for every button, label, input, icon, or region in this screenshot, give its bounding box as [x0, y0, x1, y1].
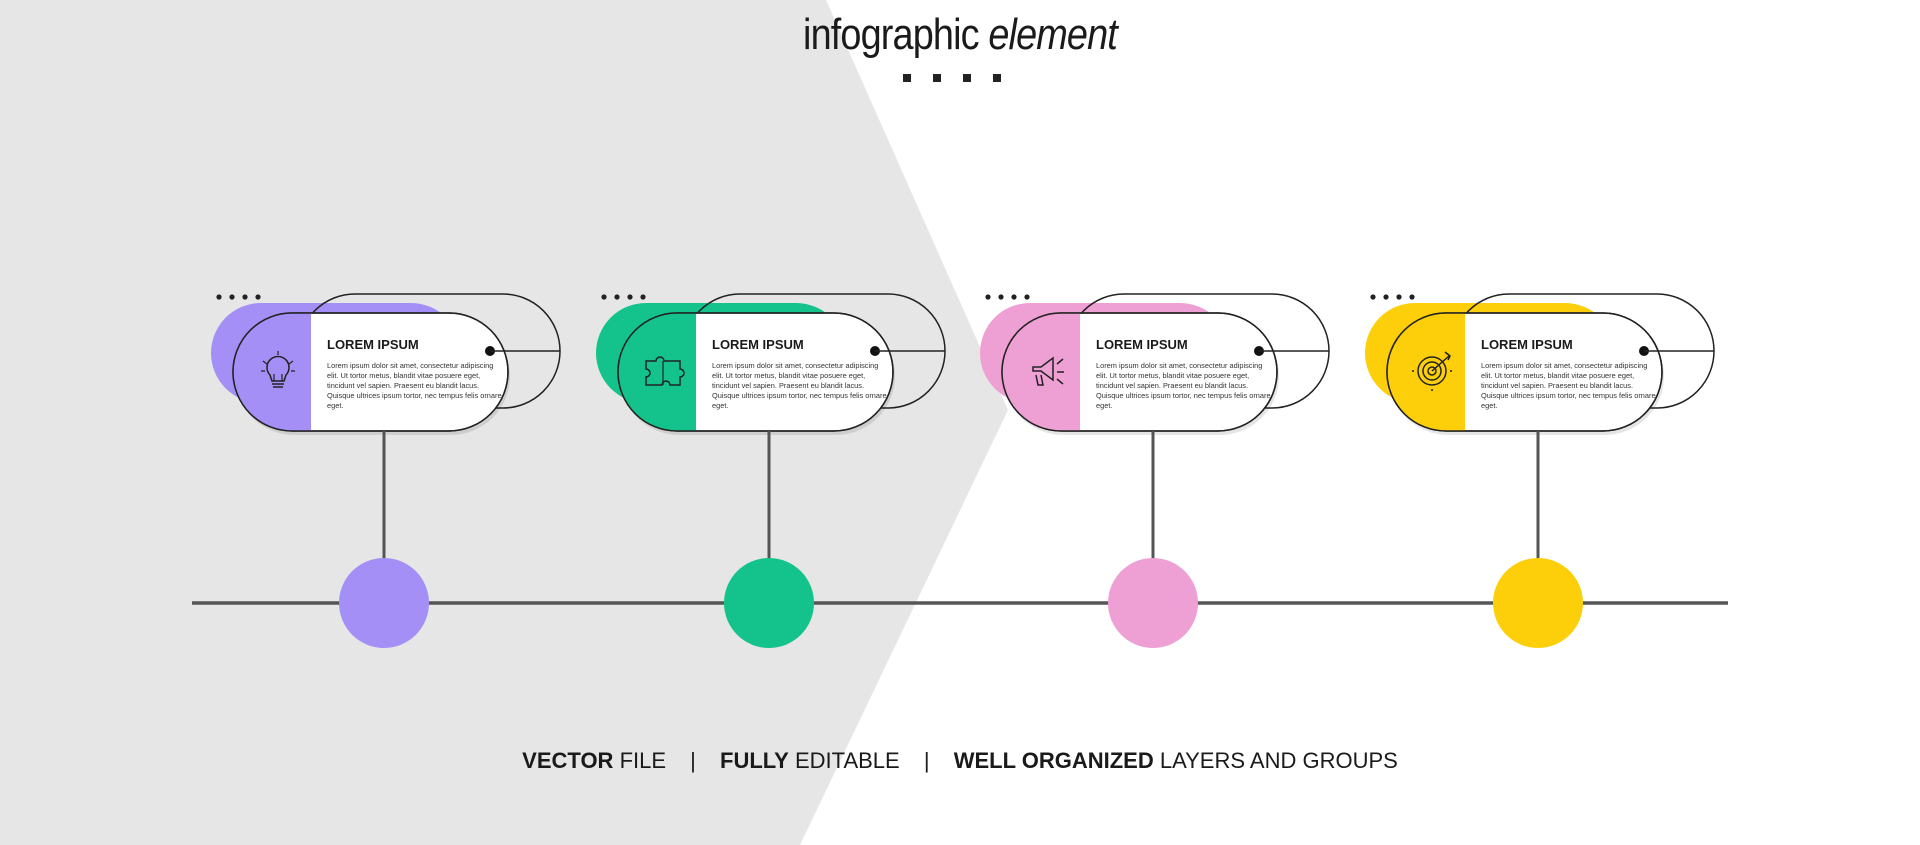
step-timeline-marker [339, 558, 429, 648]
footer: VECTOR FILE | FULLY EDITABLE | WELL ORGA… [0, 748, 1920, 774]
title-dot [903, 74, 911, 82]
step-timeline-marker [1108, 558, 1198, 648]
step-title: LOREM IPSUM [327, 337, 419, 352]
step-dot [1024, 294, 1030, 300]
footer-item2-light: EDITABLE [788, 748, 900, 773]
step-dot [1011, 294, 1017, 300]
title-dot [933, 74, 941, 82]
step-dot [1409, 294, 1415, 300]
lightbulb-icon [261, 351, 295, 388]
step-timeline-marker [1493, 558, 1583, 648]
footer-item1-light: FILE [613, 748, 667, 773]
step-timeline-marker [724, 558, 814, 648]
target-ticks [1412, 370, 1452, 391]
target-icon [1412, 351, 1452, 391]
step-dot [255, 294, 261, 300]
step-dot [627, 294, 633, 300]
footer-item1-strong: VECTOR [522, 748, 614, 773]
step-dot [601, 294, 607, 300]
megaphone-handle [1035, 374, 1044, 386]
footer-item2-strong: FULLY [720, 748, 789, 773]
title-dot [963, 74, 971, 82]
footer-item3-strong: WELL ORGANIZED [953, 748, 1154, 773]
step-body: Lorem ipsum dolor sit amet, consectetur … [327, 361, 502, 410]
megaphone-sound [1056, 358, 1064, 385]
footer-separator: | [923, 748, 930, 773]
step-dot [614, 294, 620, 300]
target-ring [1417, 356, 1447, 386]
step-dot [985, 294, 991, 300]
step-2 [596, 293, 946, 648]
lightbulb-filament [273, 374, 283, 381]
step-body: Lorem ipsum dolor sit amet, consectetur … [712, 361, 887, 410]
step-body: Lorem ipsum dolor sit amet, consectetur … [1481, 361, 1656, 410]
target-arrow-fletch [1444, 351, 1451, 361]
target-ring [1422, 361, 1442, 381]
title-bold: infographic [803, 10, 980, 59]
step-card-border [232, 312, 509, 432]
step-dot [242, 294, 248, 300]
step-3 [980, 293, 1330, 648]
footer-item3-light: LAYERS AND GROUPS [1153, 748, 1398, 773]
megaphone-cone [1032, 356, 1054, 382]
lightbulb-glass [266, 355, 290, 382]
step-card-border [1001, 312, 1278, 432]
step-card-border [617, 312, 894, 432]
title-dots [903, 74, 1001, 82]
puzzle-icon [645, 356, 685, 386]
step-4 [1365, 293, 1715, 648]
step-dot [229, 294, 235, 300]
target-ring [1427, 366, 1437, 376]
steps-layer [211, 293, 1715, 648]
step-1 [211, 293, 561, 648]
page-title: infographic element [134, 10, 1785, 60]
step-dot [640, 294, 646, 300]
step-dot [216, 294, 222, 300]
step-title: LOREM IPSUM [1096, 337, 1188, 352]
step-card-border [1386, 312, 1663, 432]
target-arrow [1431, 355, 1450, 372]
title-italic: element [988, 10, 1117, 59]
step-dot [1370, 294, 1376, 300]
lightbulb-rays [261, 351, 295, 372]
step-title: LOREM IPSUM [1481, 337, 1573, 352]
step-title: LOREM IPSUM [712, 337, 804, 352]
step-dot [1383, 294, 1389, 300]
title-dot [993, 74, 1001, 82]
step-dot [998, 294, 1004, 300]
footer-separator: | [690, 748, 696, 773]
puzzle-piece [645, 356, 685, 386]
megaphone-icon [1032, 356, 1064, 386]
step-body: Lorem ipsum dolor sit amet, consectetur … [1096, 361, 1271, 410]
step-dot [1396, 294, 1402, 300]
